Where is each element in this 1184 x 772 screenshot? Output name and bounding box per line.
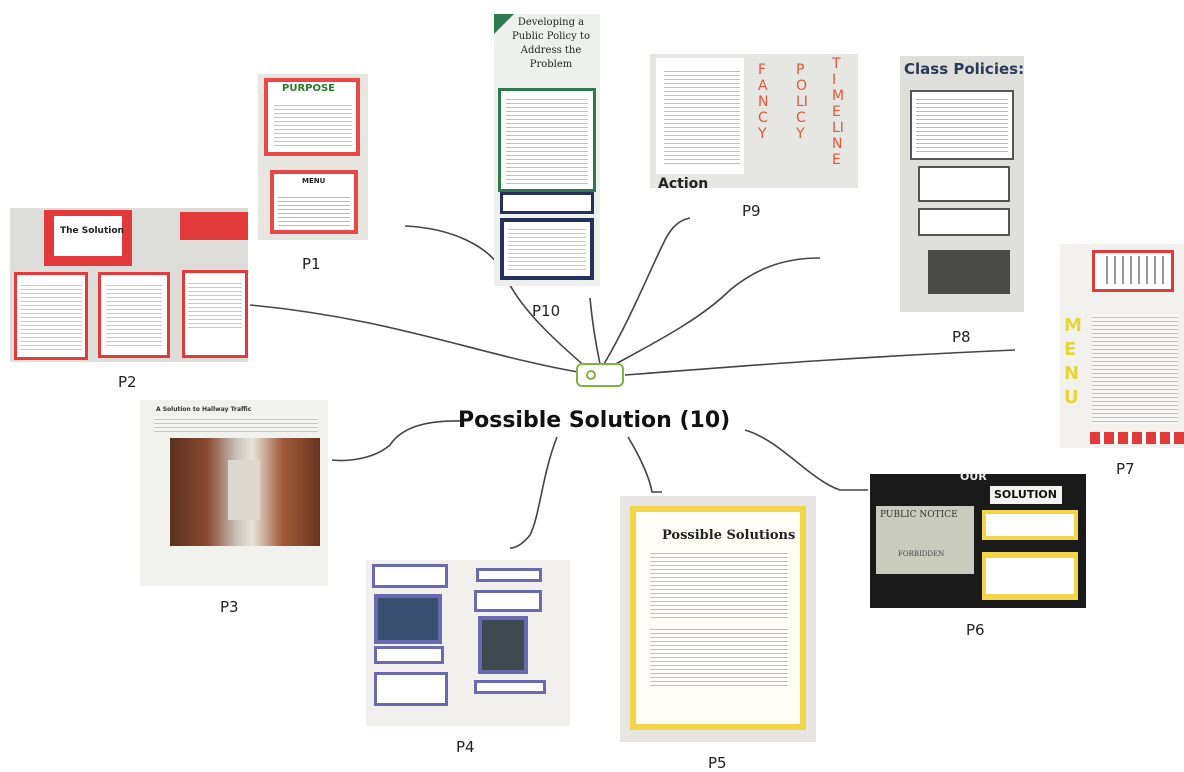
label-p5: P5 [708,754,727,772]
p2-lines-a [20,282,82,352]
photo-p8[interactable]: Class Policies: [900,56,1024,312]
p5-lines-b [650,626,788,686]
p1-heading: PURPOSE [282,83,336,94]
label-p6: P6 [966,621,985,639]
p1-lines [274,102,352,148]
p2-lines-c [188,280,242,330]
p6-top: OUR [960,474,987,483]
p1-menu: MENU [302,177,326,185]
p7-lines [1092,314,1178,424]
photo-p1[interactable]: PURPOSE MENU [258,74,368,240]
connector-p5 [627,436,662,493]
p9-word-3: TIMELINE [832,56,845,168]
p6-notice: PUBLIC NOTICE [880,510,958,520]
label-p10: P10 [532,302,561,320]
label-p9: P9 [742,202,761,220]
photo-p5[interactable]: Possible Solutions [620,496,816,742]
label-p8: P8 [952,328,971,346]
label-p7: P7 [1116,460,1135,478]
label-p1: P1 [302,255,321,273]
p3-lines [154,416,318,432]
central-topic-title[interactable]: Possible Solution (10) [458,408,731,433]
p2-heading: The Solution [60,226,124,236]
photo-p2[interactable]: The Solution [10,208,248,362]
p10-corner [494,14,514,34]
p9-word-1: FANCY [758,62,769,142]
connector-p3 [331,420,463,462]
p7-footer [1090,432,1184,444]
photo-p7[interactable]: MENU [1060,244,1184,448]
p9-word-2: POLICY [796,62,808,142]
connector-p7 [624,349,1016,376]
connector-p6 [744,429,868,491]
p8-lines-a [916,96,1008,154]
connector-p10 [589,297,601,365]
photo-p9[interactable]: Action FANCY POLICY TIMELINE [650,54,858,188]
p3-heading: A Solution to Hallway Traffic [156,406,252,413]
p10-heading: Developing a Public Policy to Address th… [512,17,590,70]
connector-p8 [611,257,821,367]
p10-lines-b [508,226,586,272]
label-p2: P2 [118,373,137,391]
connector-p4 [509,436,558,549]
p1-menu-lines [278,194,350,228]
p9-action: Action [658,176,709,188]
p2-lines-b [106,282,162,348]
photo-p10[interactable]: Developing a Public Policy to Address th… [494,14,600,286]
connector-p2 [249,304,579,373]
p5-heading: Possible Solutions [662,528,796,543]
p6-heading: SOLUTION [994,488,1057,501]
connector-p9 [603,217,691,365]
p10-lines-a [506,96,588,186]
central-topic-icon[interactable] [576,363,624,387]
photo-p6[interactable]: OUR SOLUTION PUBLIC NOTICE FORBIDDEN [870,474,1086,608]
p9-lines [664,68,740,164]
label-p3: P3 [220,598,239,616]
photo-p4[interactable] [366,560,570,726]
p7-side: MENU [1064,315,1082,408]
label-p4: P4 [456,738,475,756]
photo-p3[interactable]: A Solution to Hallway Traffic [140,400,328,586]
p3-hallway-depth [228,460,260,520]
p8-heading: Class Policies: [904,60,1024,78]
p8-photo [928,250,1010,294]
p6-forbidden: FORBIDDEN [898,550,945,558]
p5-lines-a [650,550,788,620]
